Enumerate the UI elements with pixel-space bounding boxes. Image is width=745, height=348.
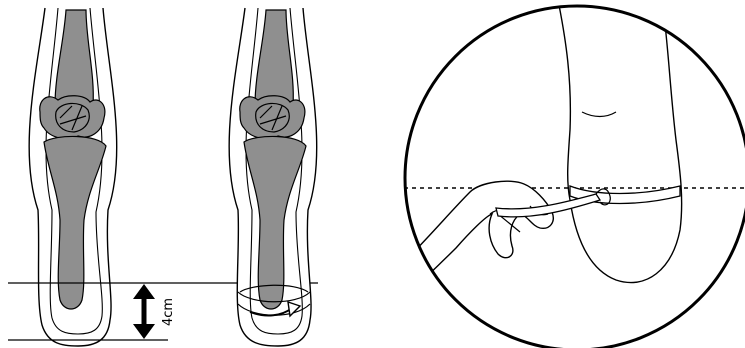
- measurement-arrow: [133, 284, 155, 339]
- measurement-label: 4cm: [161, 298, 176, 326]
- inset-stump-outline: [558, 0, 682, 283]
- circular-inset: [404, 0, 745, 348]
- limb-middle-panel: [229, 8, 317, 346]
